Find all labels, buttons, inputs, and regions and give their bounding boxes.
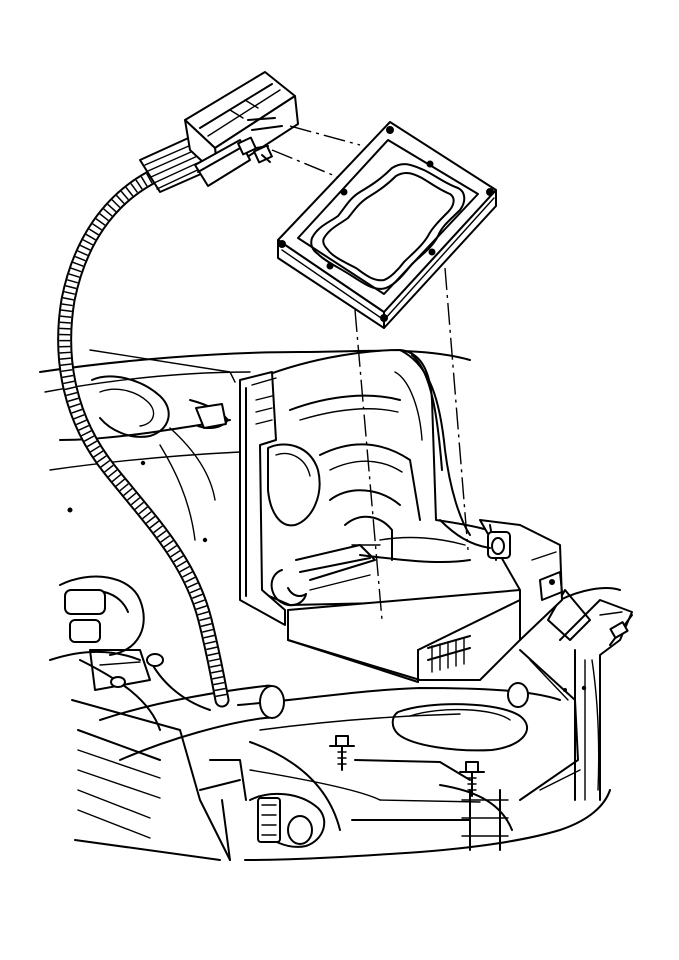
bracket-vent-ribs	[427, 635, 471, 673]
module-mounting-bracket	[239, 349, 563, 683]
mounting-studs	[329, 735, 485, 797]
wiring-harness-connector	[139, 71, 299, 193]
mounting-stud-right	[459, 761, 485, 797]
engine-compartment-structure	[39, 349, 633, 861]
corrugated-harness-conduit	[57, 170, 230, 708]
exploded-view-leader-lines	[271, 125, 469, 621]
electronic-control-module	[277, 121, 497, 329]
mounting-stud-left	[329, 735, 355, 771]
engine-foreground-components	[49, 575, 326, 861]
